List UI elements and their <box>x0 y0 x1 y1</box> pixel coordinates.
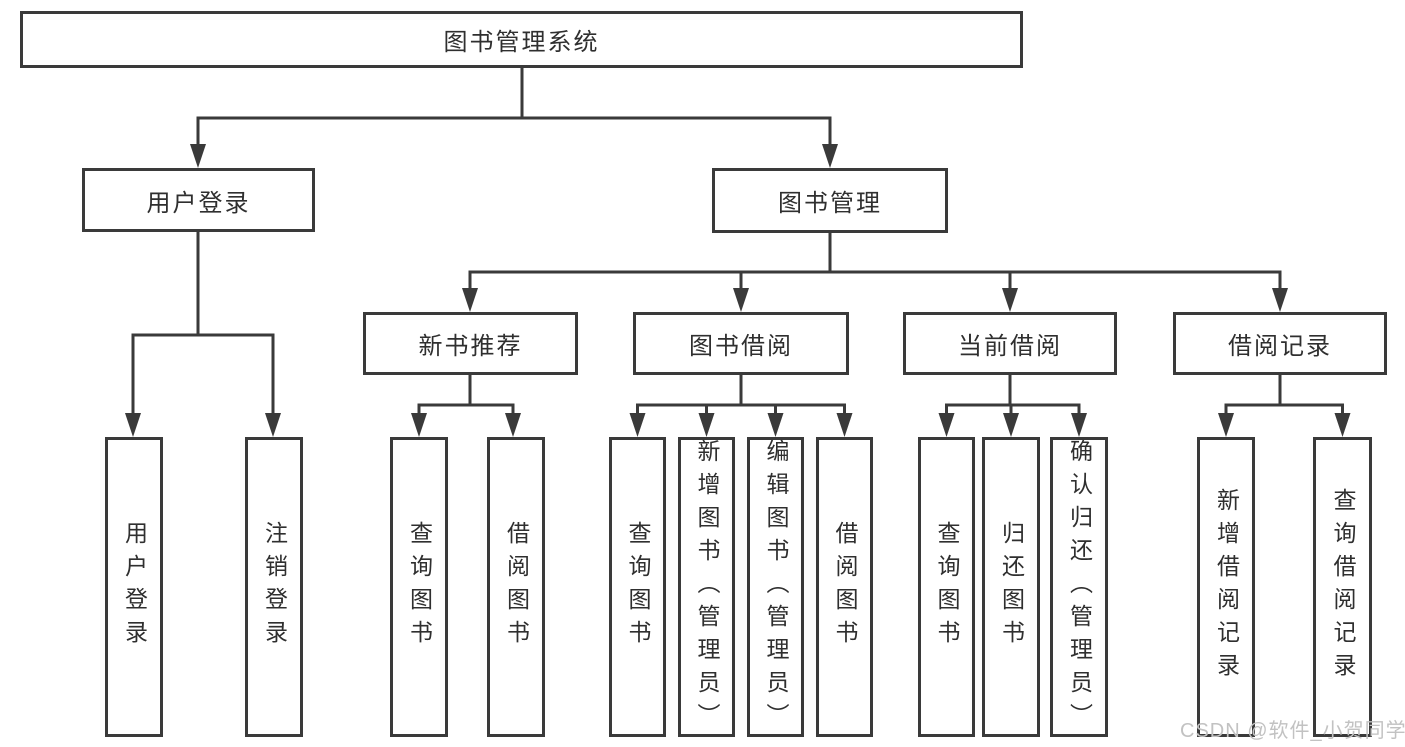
leaf-user-login: 用户登录 <box>105 437 163 737</box>
connector-bookborrow-to-leaves <box>629 375 853 437</box>
node-user-login: 用户登录 <box>82 168 315 232</box>
arrowhead-icon <box>1002 288 1018 312</box>
connector-userlogin-to-leaves <box>125 232 281 437</box>
leaf-label: 用户登录 <box>121 521 148 653</box>
node-label: 用户登录 <box>146 189 251 217</box>
node-new-book-recommend: 新书推荐 <box>363 312 578 375</box>
leaf-label: 新增借阅记录 <box>1213 488 1240 686</box>
leaf-records-add-record: 新增借阅记录 <box>1197 437 1255 737</box>
arrowhead-icon <box>629 413 646 437</box>
arrowhead-icon <box>125 413 141 437</box>
arrowhead-icon <box>698 413 715 437</box>
leaf-label: 查询借阅记录 <box>1330 488 1356 686</box>
node-label: 借阅记录 <box>1228 333 1332 360</box>
leaf-label: 编辑图书（管理员） <box>763 438 789 736</box>
leaf-current-return-books: 归还图书 <box>982 437 1040 737</box>
arrowhead-icon <box>767 413 784 437</box>
leaf-label: 归还图书 <box>998 521 1025 653</box>
leaf-label: 注销登录 <box>261 521 288 653</box>
leaf-newbook-query-books: 查询图书 <box>390 437 448 737</box>
connector-records-to-leaves <box>1218 375 1351 437</box>
arrowhead-icon <box>1272 288 1288 312</box>
arrowhead-icon <box>733 288 749 312</box>
leaf-label: 确认归还（管理员） <box>1066 438 1093 736</box>
node-label: 图书管理系统 <box>443 29 600 56</box>
connector-newbook-to-leaves <box>411 375 521 437</box>
arrowhead-icon <box>462 288 478 312</box>
node-label: 新书推荐 <box>418 333 523 360</box>
leaf-borrow-add-books-admin: 新增图书（管理员） <box>678 437 735 737</box>
arrowhead-icon <box>505 413 521 437</box>
arrowhead-icon <box>1071 413 1087 437</box>
arrowhead-icon <box>1334 413 1351 437</box>
leaf-borrow-query-books: 查询图书 <box>609 437 666 737</box>
arrowhead-icon <box>411 413 427 437</box>
leaf-label: 借阅图书 <box>832 521 858 653</box>
node-book-borrowing: 图书借阅 <box>633 312 849 375</box>
node-current-borrowing: 当前借阅 <box>903 312 1117 375</box>
arrowhead-icon <box>1218 413 1234 437</box>
node-library-management-system: 图书管理系统 <box>20 11 1023 68</box>
node-label: 图书管理 <box>778 190 882 217</box>
connector-bookmgmt-to-level3 <box>462 233 1288 312</box>
leaf-label: 新增图书（管理员） <box>694 438 720 736</box>
arrowhead-icon <box>1003 413 1019 437</box>
node-label: 图书借阅 <box>689 333 793 360</box>
leaf-current-query-books: 查询图书 <box>918 437 975 737</box>
leaf-label: 查询图书 <box>934 521 960 653</box>
arrowhead-icon <box>265 413 281 437</box>
leaf-label: 查询图书 <box>625 521 651 653</box>
leaf-current-confirm-return-admin: 确认归还（管理员） <box>1050 437 1108 737</box>
leaf-label: 借阅图书 <box>503 521 530 653</box>
leaf-logout-login: 注销登录 <box>245 437 303 737</box>
arrowhead-icon <box>190 144 206 168</box>
leaf-records-query-record: 查询借阅记录 <box>1313 437 1372 737</box>
connector-currentborrow-to-leaves <box>938 375 1087 437</box>
arrowhead-icon <box>822 144 838 168</box>
node-borrowing-records: 借阅记录 <box>1173 312 1387 375</box>
leaf-label: 查询图书 <box>406 521 433 653</box>
node-label: 当前借阅 <box>958 333 1062 360</box>
arrowhead-icon <box>836 413 853 437</box>
leaf-newbook-borrow-books: 借阅图书 <box>487 437 545 737</box>
leaf-borrow-borrow-books: 借阅图书 <box>816 437 873 737</box>
csdn-watermark: CSDN @软件_小贺同学 <box>1180 720 1405 742</box>
leaf-borrow-edit-books-admin: 编辑图书（管理员） <box>747 437 804 737</box>
node-book-management: 图书管理 <box>712 168 948 233</box>
arrowhead-icon <box>938 413 955 437</box>
connector-root-to-level2 <box>190 67 838 168</box>
